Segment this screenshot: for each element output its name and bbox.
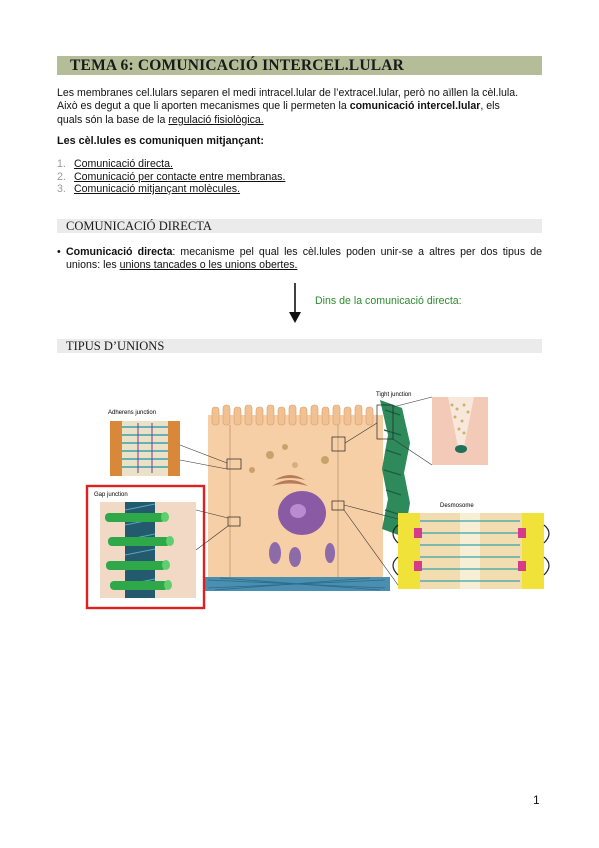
gap-junction-label: Gap junction (94, 492, 128, 498)
adherens-junction-label: Adherens junction (108, 410, 156, 416)
tight-junction-illustration (376, 400, 410, 537)
epithelial-cells-illustration (205, 404, 390, 591)
list-item: 3.Comunicació mitjançant molècules. (57, 183, 241, 196)
desmosome-illustration (392, 513, 550, 589)
intro-line-2-end: , els (480, 100, 500, 113)
intro-line-2: Això es degut a que li aporten mecanisme… (57, 100, 350, 113)
bullet-paragraph: • Comunicació directa: mecanisme pel qua… (57, 246, 543, 272)
cell-junctions-figure: Adherens junction Gap junction (85, 392, 550, 610)
intro-line-3: quals són la base de la (57, 113, 169, 126)
intro-bold-term: comunicació intercel.lular (349, 100, 481, 113)
page-title: TEMA 6: COMUNICACIÓ INTERCEL.LULAR (70, 57, 405, 74)
section-title: TIPUS D’UNIONS (66, 339, 165, 353)
intro-underlined-term: regulació fisiològica. (168, 113, 264, 126)
tight-junction-detail (432, 397, 488, 465)
methods-list: 1.Comunicació directa. 2.Comunicació per… (57, 158, 285, 196)
tight-junction-label: Tight junction (376, 392, 411, 398)
list-item: 2.Comunicació per contacte entre membran… (57, 170, 286, 183)
bullet-bold-term: Comunicació directa (66, 246, 173, 258)
page-number: 1 (533, 793, 540, 807)
list-item: 1.Comunicació directa. (57, 158, 173, 170)
bullet-marker: • (57, 246, 61, 258)
methods-heading: Les cèl.lules es comuniquen mitjançant: (57, 135, 264, 147)
arrow-note: Dins de la comunicació directa: (315, 295, 462, 307)
section-header-direct: COMUNICACIÓ DIRECTA (57, 219, 542, 233)
adherens-junction-illustration (110, 421, 180, 476)
down-arrow-icon (289, 283, 301, 323)
section-header-types: TIPUS D’UNIONS (57, 339, 542, 353)
title-bar: TEMA 6: COMUNICACIÓ INTERCEL.LULAR (57, 56, 542, 75)
gap-junction-highlight (85, 484, 206, 610)
section-title: COMUNICACIÓ DIRECTA (66, 219, 212, 233)
intro-paragraph: Les membranes cel.lulars separen el medi… (57, 87, 542, 127)
bullet-underlined-term: unions tancades o les unions obertes. (119, 259, 298, 272)
intro-line-1: Les membranes cel.lulars separen el medi… (57, 87, 519, 99)
desmosome-label: Desmosome (440, 503, 474, 509)
gap-junction-illustration (100, 502, 196, 598)
